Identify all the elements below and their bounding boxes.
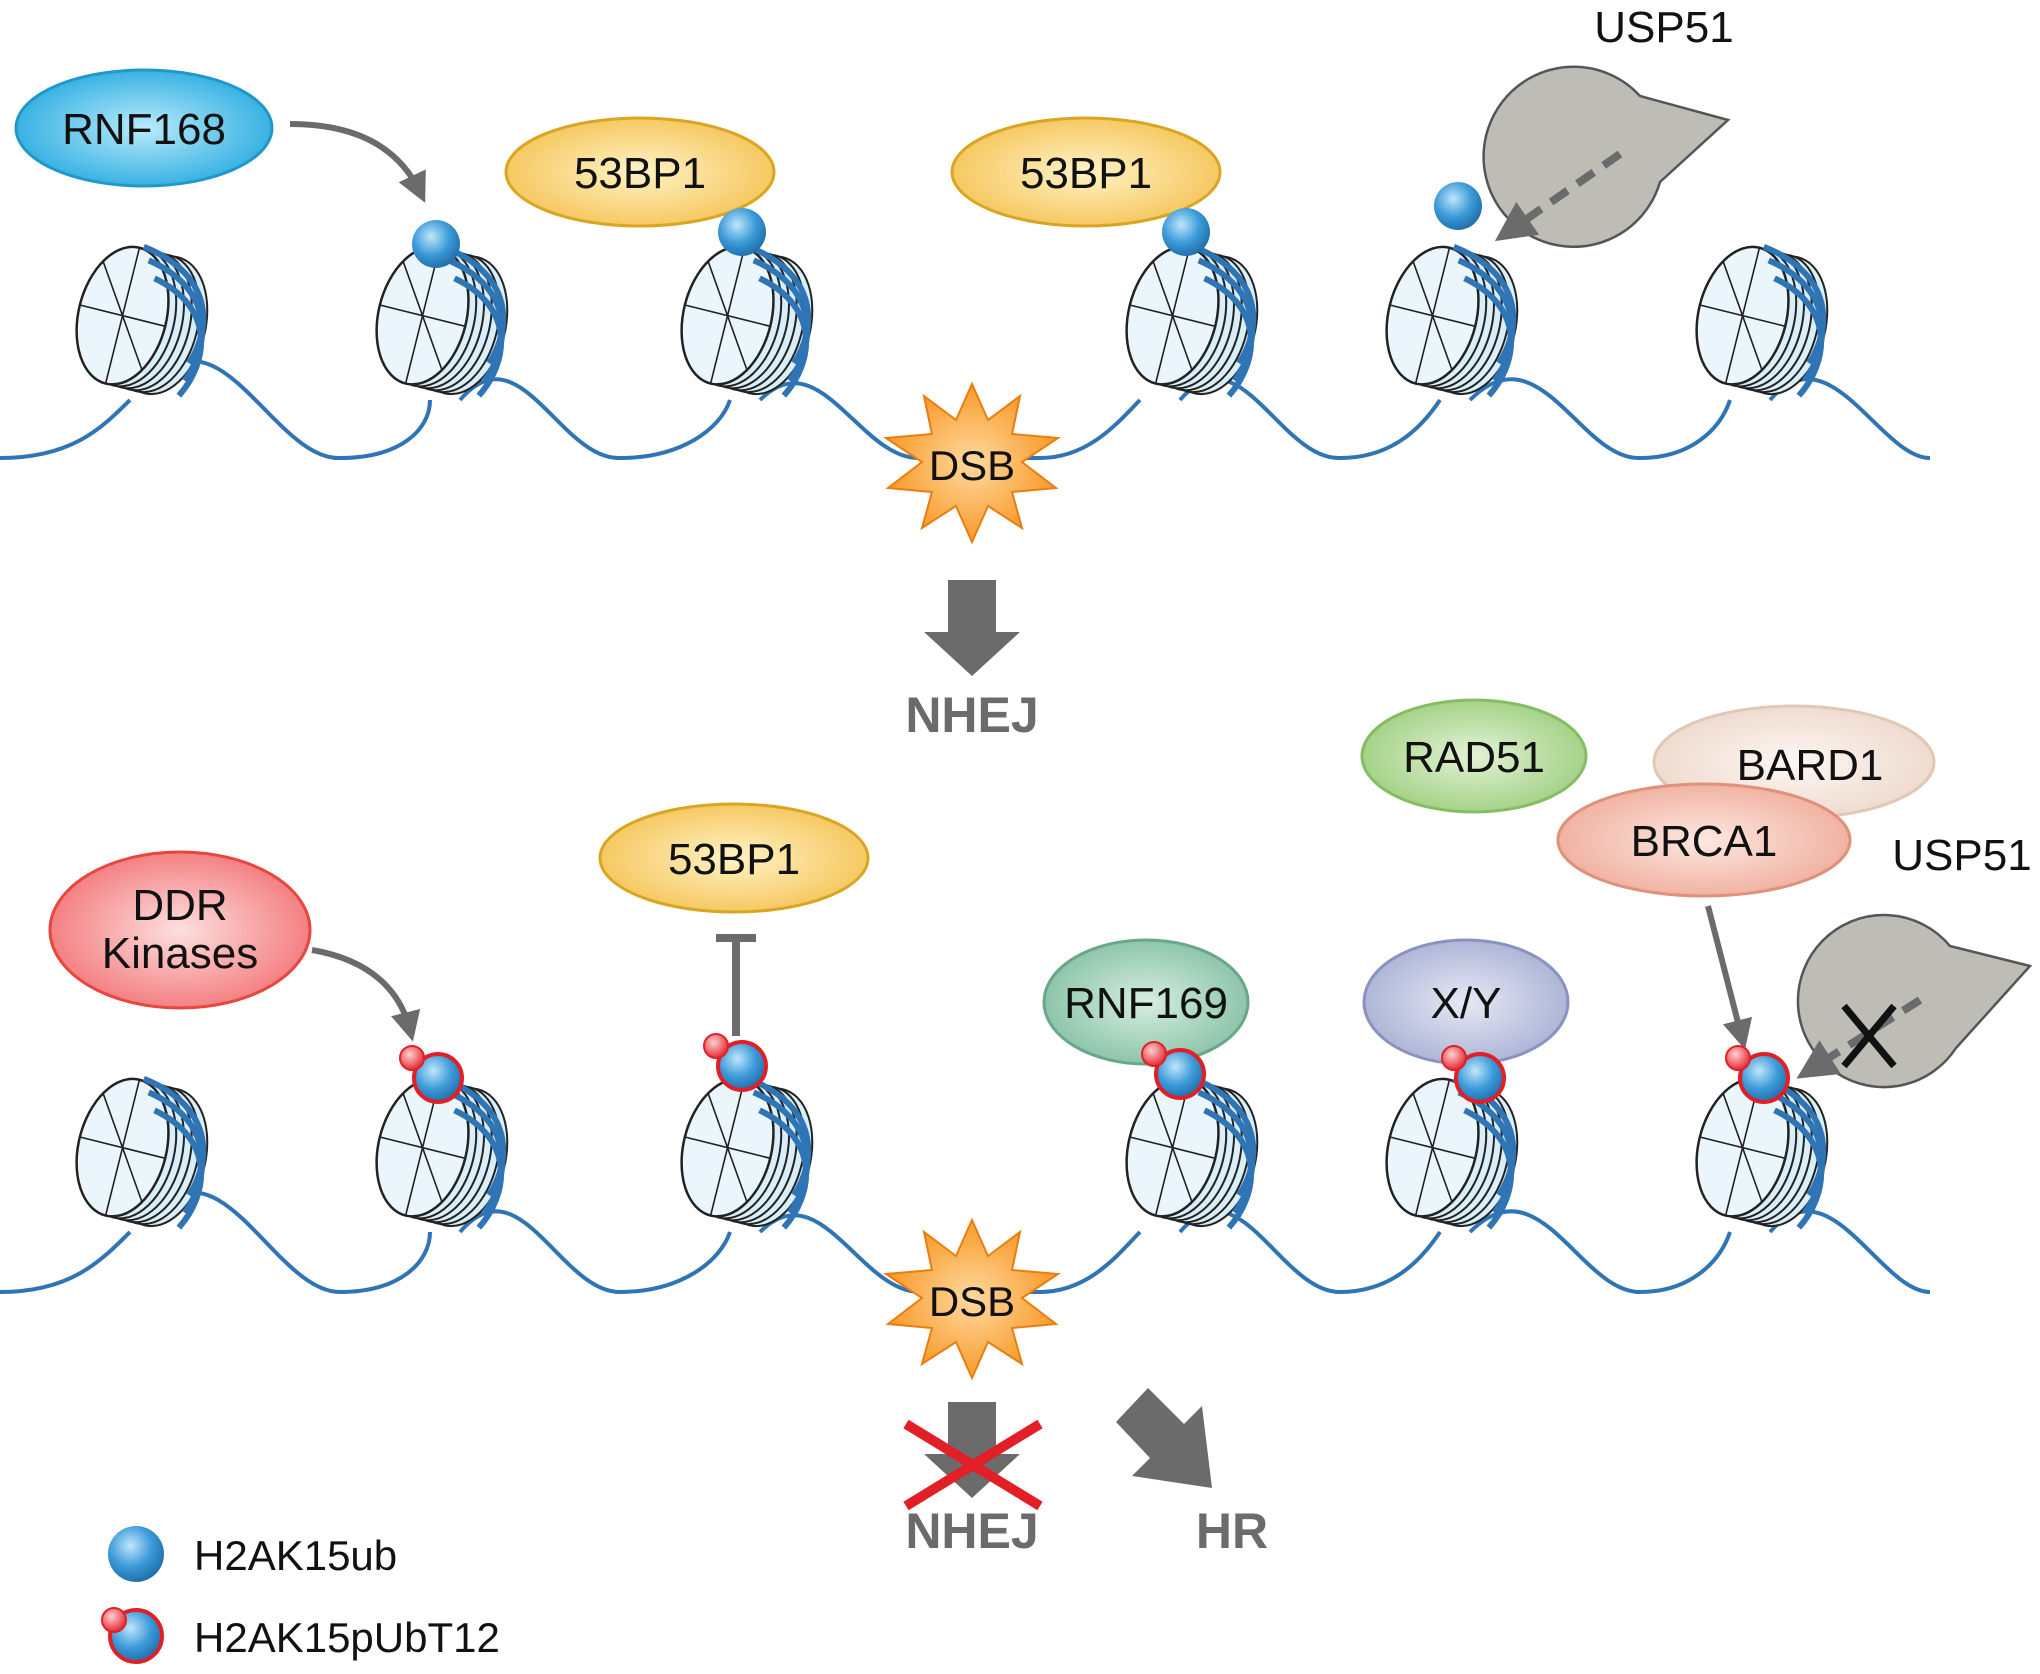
pub-mark — [1725, 1045, 1790, 1104]
ddr-arrow — [311, 947, 421, 1042]
53bp1-protein-right — [950, 116, 1222, 228]
bottom-panel: DSB DDR Kinases 53BP1 RNF169 X/Y — [0, 698, 2033, 1559]
nucleosome — [668, 235, 827, 404]
53bp1-protein-left — [504, 116, 776, 228]
bard1-label: BARD1 — [1737, 741, 1884, 790]
hr-label: HR — [1196, 1503, 1268, 1559]
legend-ub-label: H2AK15ub — [194, 1532, 397, 1579]
usp51-dashed-arrow — [1494, 150, 1623, 242]
brca1-arrow — [1705, 905, 1753, 1050]
usp51-label-bottom: USP51 — [1892, 831, 2031, 880]
block-cross-icon — [1841, 1003, 1897, 1069]
rnf168-protein — [14, 68, 274, 188]
pub-mark — [1141, 1041, 1206, 1100]
rad51-protein — [1360, 698, 1588, 814]
rnf168-label: RNF168 — [62, 105, 226, 154]
pub-mark — [703, 1033, 768, 1092]
ddr-kinases-label-line2: Kinases — [102, 929, 259, 978]
dsb-label: DSB — [929, 442, 1015, 489]
rnf169-label: RNF169 — [1064, 979, 1228, 1028]
nucleosome — [63, 1067, 222, 1236]
legend-ub-symbol — [108, 1526, 164, 1582]
nucleosome — [63, 235, 222, 404]
ub-mark — [412, 220, 460, 268]
nucleosome — [1113, 235, 1272, 404]
nhej-label-bottom: NHEJ — [905, 1503, 1038, 1559]
legend-pub-label: H2AK15pUbT12 — [194, 1614, 500, 1661]
red-x-icon — [903, 1419, 1043, 1511]
legend: H2AK15ub H2AK15pUbT12 — [101, 1526, 500, 1664]
rad51-label: RAD51 — [1403, 733, 1545, 782]
brca1-protein — [1556, 782, 1852, 898]
ub-mark-removed — [1434, 182, 1482, 230]
top-panel: DSB RNF168 53BP1 53BP1 USP51 NHEJ — [0, 3, 1931, 743]
ub-mark — [718, 208, 766, 256]
ddr-kinases-label-line1: DDR — [132, 881, 227, 930]
usp51-label-top: USP51 — [1594, 3, 1733, 52]
xy-label: X/Y — [1431, 979, 1502, 1028]
hr-arrow — [1116, 1388, 1212, 1488]
53bp1-protein-blocked — [598, 802, 870, 914]
dsb-label: DSB — [929, 1278, 1015, 1325]
brca1-label: BRCA1 — [1631, 817, 1778, 866]
nucleosome — [668, 1067, 827, 1236]
53bp1-label-blocked: 53BP1 — [668, 835, 800, 884]
53bp1-label-left: 53BP1 — [574, 149, 706, 198]
pub-mark — [399, 1045, 464, 1104]
rnf168-arrow — [289, 121, 426, 203]
legend-pub-symbol — [101, 1607, 164, 1664]
ddr-kinases-protein — [48, 850, 312, 1010]
ub-mark — [1162, 208, 1210, 256]
dna-strand — [0, 359, 1931, 461]
usp51-enzyme — [1482, 65, 1731, 248]
nhej-label-top: NHEJ — [905, 687, 1038, 743]
53bp1-label-right: 53BP1 — [1020, 149, 1152, 198]
pub-mark — [1441, 1045, 1506, 1104]
nhej-arrow — [924, 580, 1020, 676]
